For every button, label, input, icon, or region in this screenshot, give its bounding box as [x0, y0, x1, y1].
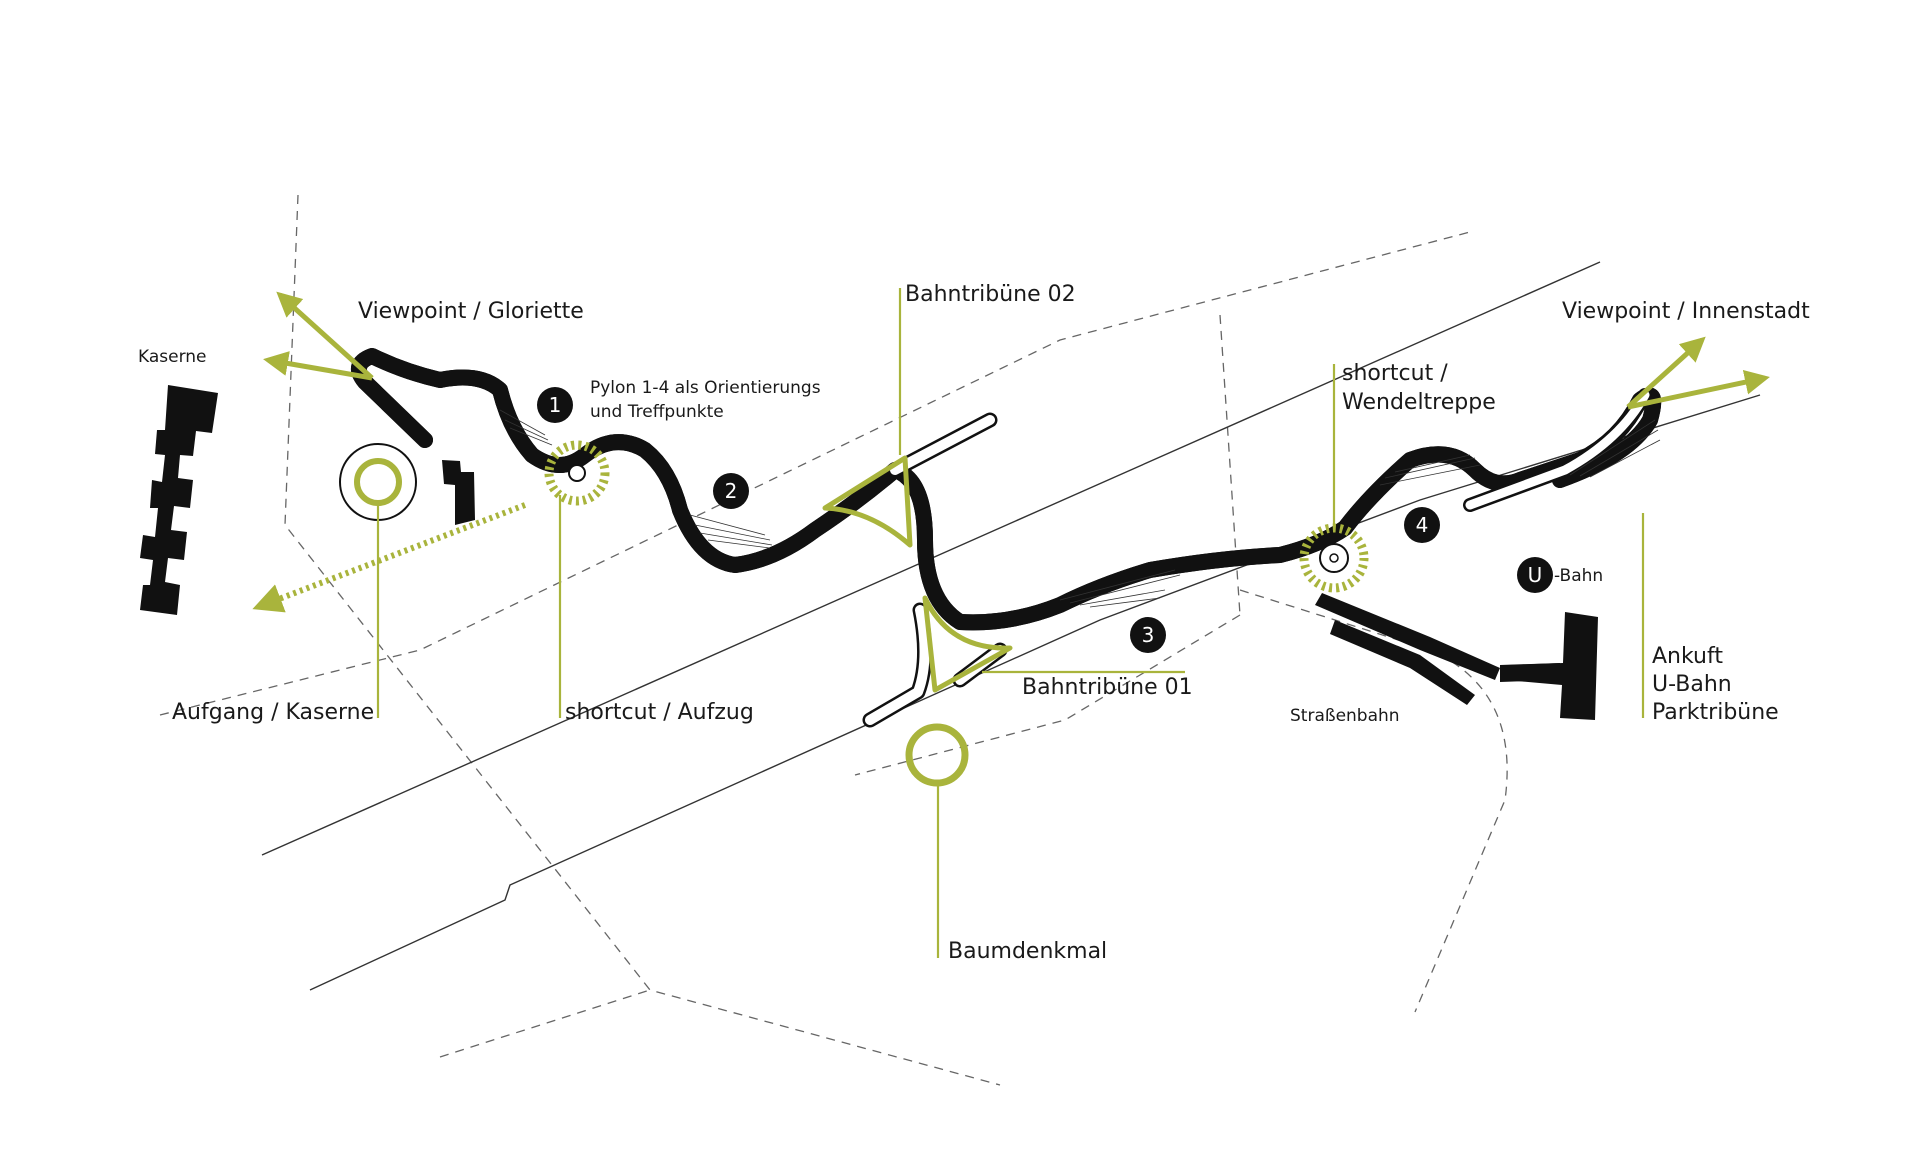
pylon-1-number: 1	[549, 393, 562, 417]
label-shortcut-wendel-line2: Wendeltreppe	[1342, 390, 1496, 415]
callout-leaders	[376, 288, 1645, 958]
label-ubahn: -Bahn	[1554, 566, 1603, 586]
kaserne-building	[140, 385, 218, 615]
pylon-3-number: 3	[1142, 623, 1155, 647]
label-shortcut-aufzug: shortcut / Aufzug	[565, 700, 754, 725]
label-pylon-line2: und Treffpunkte	[590, 402, 724, 422]
hatched-ramps	[499, 409, 1661, 608]
label-ankuft-line2: U-Bahn	[1652, 672, 1732, 697]
aufgang-dotted-path	[252, 502, 527, 613]
ubahn-station-buildings	[1315, 593, 1598, 720]
label-strassenbahn: Straßenbahn	[1290, 706, 1400, 726]
pylon-3-badge	[1130, 617, 1166, 653]
pylon-2-number: 2	[725, 479, 738, 503]
pylon-4-badge	[1404, 507, 1440, 543]
label-viewpoint-innenstadt: Viewpoint / Innenstadt	[1562, 299, 1810, 324]
label-kaserne: Kaserne	[138, 347, 207, 367]
label-ankuft-line3: Parktribüne	[1652, 700, 1779, 725]
label-bahntribuene-01: Bahntribüne 01	[1022, 675, 1193, 700]
label-shortcut-wendel-line1: shortcut /	[1342, 361, 1448, 386]
viewpoint-arrows	[263, 291, 1770, 410]
baumdenkmal-ring	[905, 723, 969, 787]
tribune-shapes	[822, 455, 1013, 693]
pylon-1-badge	[537, 387, 573, 423]
label-aufgang-kaserne: Aufgang / Kaserne	[172, 700, 374, 725]
label-bahntribuene-02: Bahntribüne 02	[905, 282, 1076, 307]
pylon-2-badge	[713, 473, 749, 509]
pylon-4-number: 4	[1416, 513, 1429, 537]
ubahn-badge-letter: U	[1528, 563, 1543, 587]
pylon-badges: 1 2 3 4	[537, 387, 1440, 653]
dashed-boundaries	[159, 194, 1508, 1086]
label-baumdenkmal: Baumdenkmal	[948, 939, 1107, 964]
label-pylon-line1: Pylon 1-4 als Orientierungs	[590, 378, 821, 398]
label-ankuft-line1: Ankuft	[1652, 644, 1723, 669]
ubahn-icon	[1517, 557, 1553, 593]
label-viewpoint-gloriette: Viewpoint / Gloriette	[358, 299, 584, 324]
small-building	[442, 460, 475, 525]
